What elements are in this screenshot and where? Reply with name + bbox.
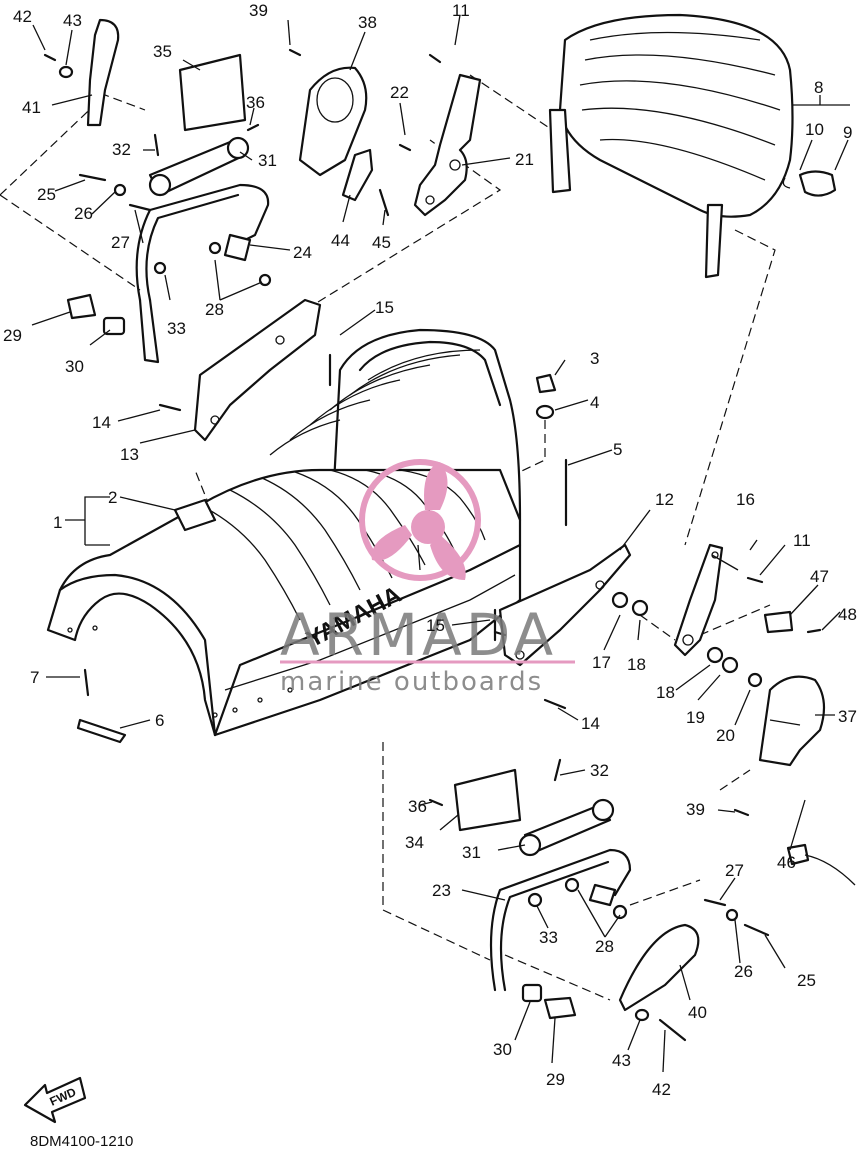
callout-2: 2 [108, 488, 117, 507]
callout-10: 10 [805, 120, 824, 139]
callout-43-a: 43 [63, 11, 82, 30]
callout-36-b: 36 [408, 797, 427, 816]
callout-33-a: 33 [167, 319, 186, 338]
leader-lines [31, 14, 850, 1073]
diagram-code: 8DM4100-1210 [30, 1133, 133, 1150]
hinge-bracket-21 [413, 73, 482, 217]
callout-31-a: 31 [258, 151, 277, 170]
callout-16: 16 [736, 490, 755, 509]
callout-32-b: 32 [590, 761, 609, 780]
callout-48: 48 [838, 605, 857, 624]
callout-25-b: 25 [797, 971, 816, 990]
callout-22: 22 [390, 83, 409, 102]
side-bracket-13 [193, 298, 322, 442]
bracket-44 [341, 148, 374, 202]
callout-14-b: 14 [581, 714, 600, 733]
grip-handle-31-upper [148, 136, 250, 197]
callout-42-b: 42 [652, 1080, 671, 1099]
callout-31-b: 31 [462, 843, 481, 862]
callout-15-a: 15 [375, 298, 394, 317]
callout-35: 35 [153, 42, 172, 61]
callout-46: 46 [777, 853, 796, 872]
callout-5: 5 [613, 440, 622, 459]
callout-37: 37 [838, 707, 857, 726]
grab-bar-23 [489, 848, 632, 992]
callout-12: 12 [655, 490, 674, 509]
cover-38 [298, 66, 368, 177]
callout-38: 38 [358, 13, 377, 32]
callout-30-a: 30 [65, 357, 84, 376]
callout-18-a: 18 [627, 655, 646, 674]
callout-8: 8 [814, 78, 823, 97]
hinge-arm-16 [673, 543, 724, 657]
callout-15-b: 15 [426, 616, 445, 635]
callout-40: 40 [688, 1003, 707, 1022]
callout-17: 17 [592, 653, 611, 672]
handle-cover-41 [86, 18, 120, 127]
callout-34: 34 [405, 833, 424, 852]
callout-26-b: 26 [734, 962, 753, 981]
callout-30-b: 30 [493, 1040, 512, 1059]
callout-27-a: 27 [111, 233, 130, 252]
callout-21: 21 [515, 150, 534, 169]
callout-45: 45 [372, 233, 391, 252]
callout-27-b: 27 [725, 861, 744, 880]
callout-28-a: 28 [205, 300, 224, 319]
watermark: ARMADA marine outboards [280, 459, 575, 697]
callout-33-b: 33 [539, 928, 558, 947]
callout-44: 44 [331, 231, 350, 250]
plate-34 [453, 768, 522, 832]
callout-28-b: 28 [595, 937, 614, 956]
callout-39-b: 39 [686, 800, 705, 819]
callout-29-b: 29 [546, 1070, 565, 1089]
callout-11-a: 11 [452, 1, 470, 20]
seat-edge-holes [67, 625, 293, 718]
callout-42-a: 42 [13, 7, 32, 26]
grip-handle-31-lower [518, 798, 615, 857]
callout-25-a: 25 [37, 185, 56, 204]
callout-1: 1 [53, 513, 62, 532]
callout-41: 41 [22, 98, 41, 117]
callout-4: 4 [590, 393, 599, 412]
callout-13: 13 [120, 445, 139, 464]
callout-47: 47 [810, 567, 829, 586]
handle-cover-40 [618, 923, 700, 1012]
callout-24: 24 [293, 243, 312, 262]
callout-32-a: 32 [112, 140, 131, 159]
callout-23: 23 [432, 881, 451, 900]
backrest-assembly [548, 13, 837, 279]
callout-20: 20 [716, 726, 735, 745]
callout-14-a: 14 [92, 413, 111, 432]
callout-39-a: 39 [249, 1, 268, 20]
callout-3: 3 [590, 349, 599, 368]
callout-36-a: 36 [246, 93, 265, 112]
callout-29-a: 29 [3, 326, 22, 345]
propeller-logo [359, 459, 481, 581]
cover-37 [758, 675, 826, 767]
watermark-brand: ARMADA [280, 601, 557, 669]
cable-46 [786, 843, 856, 886]
callout-9: 9 [843, 123, 852, 142]
watermark-tagline: marine outboards [280, 667, 543, 697]
callout-11-b: 11 [793, 531, 811, 550]
grab-bar-24 [135, 183, 270, 364]
callout-labels: 1 2 3 4 5 6 7 8 9 10 11 11 12 13 14 14 1… [3, 1, 857, 1099]
side-bracket-12 [498, 543, 632, 667]
callout-26-a: 26 [74, 204, 93, 223]
callout-43-b: 43 [612, 1051, 631, 1070]
fwd-arrow: FWD [23, 1076, 87, 1124]
plate-35 [178, 53, 247, 132]
callout-6: 6 [155, 711, 164, 730]
callout-7: 7 [30, 668, 39, 687]
callout-18-b: 18 [656, 683, 675, 702]
callout-19: 19 [686, 708, 705, 727]
small-parts [43, 48, 822, 1042]
